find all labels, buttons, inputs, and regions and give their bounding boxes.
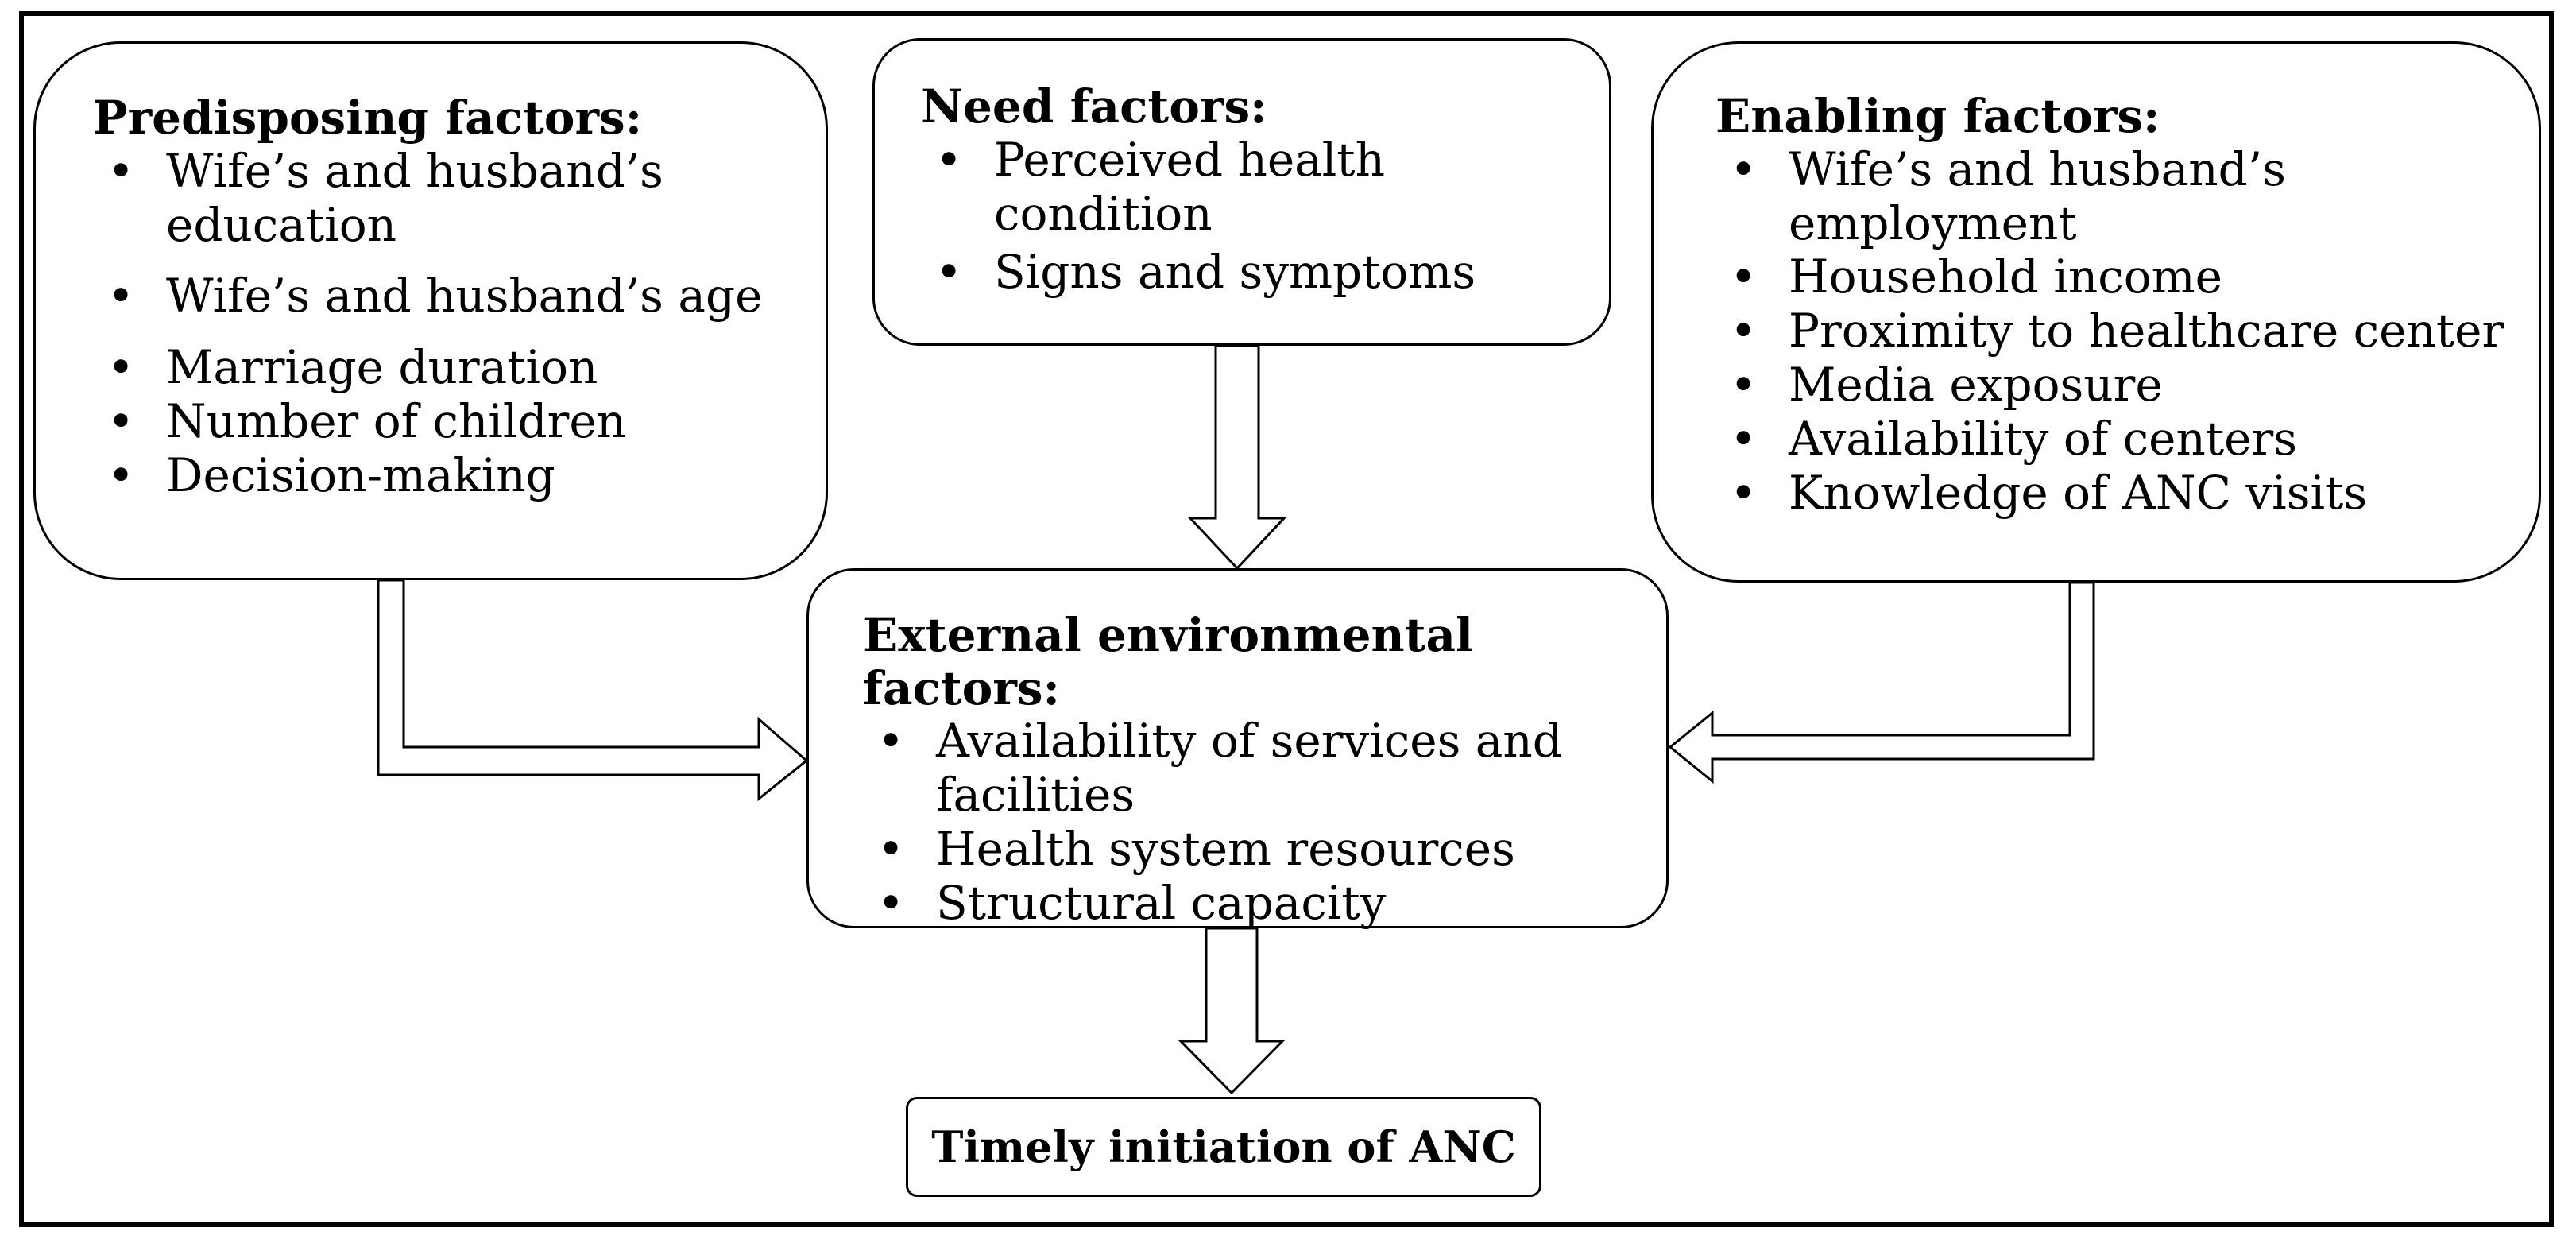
diagram-frame <box>19 11 2554 1227</box>
need-title: Need factors: <box>921 79 1267 134</box>
predisposing-title: Predisposing factors: <box>93 91 643 145</box>
predisposing-item: Number of children <box>93 394 794 449</box>
external-list: Availability of services and facilities … <box>863 715 1642 931</box>
predisposing-factors-box: Predisposing factors: Wife’s and husband… <box>33 41 828 580</box>
enabling-item: Household income <box>1715 250 2515 305</box>
need-item: Signs and symptoms <box>921 246 1577 300</box>
predisposing-list: Wife’s and husband’s education Wife’s an… <box>93 144 794 503</box>
enabling-title: Enabling factors: <box>1715 89 2160 143</box>
external-item: Availability of services and facilities <box>863 715 1642 823</box>
enabling-list: Wife’s and husband’s employment Househol… <box>1715 142 2515 521</box>
external-item: Structural capacity <box>863 876 1642 931</box>
outcome-box: Timely initiation of ANC <box>906 1097 1541 1197</box>
predisposing-item: Wife’s and husband’s age <box>93 269 794 324</box>
enabling-factors-box: Enabling factors: Wife’s and husband’s e… <box>1651 41 2541 583</box>
predisposing-item: Decision-making <box>93 448 794 503</box>
enabling-item: Knowledge of ANC visits <box>1715 466 2515 521</box>
external-environmental-factors-box: External environmental factors: Availabi… <box>806 568 1669 931</box>
enabling-item: Availability of centers <box>1715 412 2515 467</box>
predisposing-item: Wife’s and husband’s education <box>93 144 794 253</box>
predisposing-item: Marriage duration <box>93 340 794 395</box>
need-list: Perceived health condition Signs and sym… <box>921 133 1577 300</box>
need-factors-box: Need factors: Perceived health condition… <box>872 38 1611 346</box>
enabling-item: Wife’s and husband’s employment <box>1715 142 2515 251</box>
enabling-item: Media exposure <box>1715 358 2515 412</box>
external-item: Health system resources <box>863 822 1642 877</box>
need-item: Perceived health condition <box>921 133 1577 242</box>
external-title: External environmental factors: <box>863 608 1474 715</box>
outcome-label: Timely initiation of ANC <box>931 1121 1516 1172</box>
enabling-item: Proximity to healthcare center <box>1715 304 2515 358</box>
